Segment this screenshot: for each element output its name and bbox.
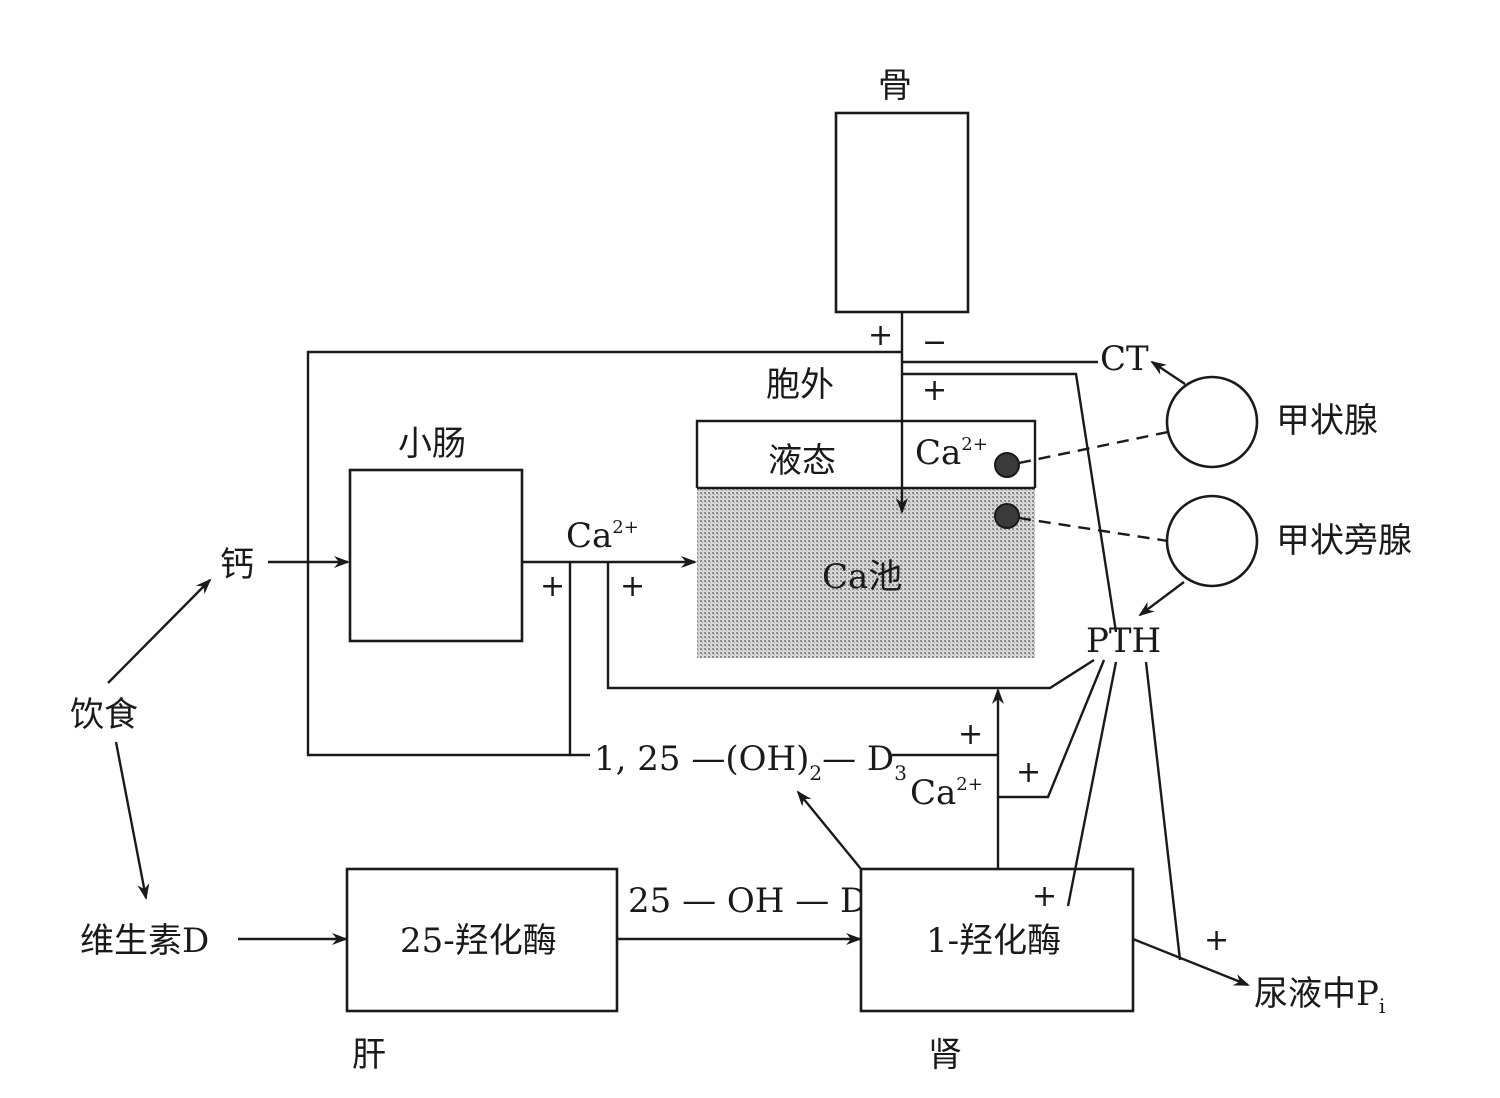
- liver-enzyme-label: 25-羟化酶: [400, 921, 557, 961]
- kidney-to-calcitriol-arrow: [796, 790, 862, 870]
- intestine-plus-sign-1: +: [540, 569, 565, 604]
- pth-to-hydroxylase-line: [1066, 661, 1118, 907]
- diet-to-vitamin-d-arrow: [114, 741, 150, 900]
- ct-label: CT: [1100, 339, 1149, 379]
- calcium-label: 钙: [220, 545, 254, 585]
- urine-pi-sub: i: [1379, 994, 1385, 1018]
- calcitriol-mid: — D: [822, 739, 894, 779]
- small-intestine-box: [348, 468, 524, 643]
- calcidiol-pre: 25 — OH — D: [628, 881, 867, 921]
- intestine-ca-base: Ca: [566, 516, 612, 556]
- calcitriol-sub: 2: [809, 761, 822, 785]
- calcitriol-plus-sign: +: [958, 717, 983, 752]
- kidney-ca-ion-label: Ca2+: [910, 773, 983, 813]
- calcitriol-sub2: 3: [894, 761, 907, 785]
- liver-enzyme-box: [345, 867, 619, 1013]
- parathyroid-to-pth-arrow: [1138, 581, 1185, 617]
- urine-pi-pre: 尿液中P: [1254, 974, 1379, 1014]
- pth-to-bone-line: [902, 372, 1118, 633]
- intestine-plus-sign-2: +: [620, 569, 645, 604]
- urine-pi-label: 尿液中Pi: [1254, 974, 1385, 1018]
- bone-pth-plus-sign: +: [922, 373, 947, 408]
- thyroid-receptor-dot: [994, 452, 1020, 478]
- calcitriol-label: 1, 25 —(OH)2— D3: [594, 739, 907, 785]
- bone-minus-sign: −: [922, 325, 947, 360]
- kidney-ca-base: Ca: [910, 773, 956, 813]
- kidney-ca-plus-sign: +: [1016, 755, 1041, 790]
- diet-to-calcium-arrow: [107, 578, 212, 684]
- extracellular-outline: [695, 419, 1037, 488]
- urine-plus-sign: +: [1204, 923, 1229, 958]
- bone-label: 骨: [878, 66, 912, 106]
- calcidiol-label: 25 — OH — D3: [628, 881, 880, 927]
- pth-to-kidney-reabsorption-line: [998, 659, 1106, 799]
- bone-plus-sign: +: [868, 318, 893, 353]
- small-intestine-label: 小肠: [398, 424, 466, 464]
- ca-pool-label: Ca池: [822, 557, 902, 597]
- diet-label: 饮食: [70, 695, 138, 735]
- bone-box: [834, 111, 970, 314]
- thyroid-gland-circle: [1165, 375, 1259, 469]
- thyroid-sensing-line: [1018, 430, 1169, 465]
- kidney-enzyme-label: 1-羟化酶: [926, 921, 1061, 961]
- vitamin-d-label: 维生素D: [80, 921, 209, 961]
- liquid-ca-charge: 2+: [961, 434, 988, 455]
- kidney-to-urine-arrow: [1132, 937, 1250, 987]
- pth-to-intestine-line: [606, 562, 1095, 690]
- extracellular-label: 胞外: [766, 365, 834, 405]
- kidney-label: 肾: [928, 1035, 962, 1075]
- kidney-ca-charge: 2+: [956, 774, 983, 795]
- calcitriol-to-bone-line: [306, 350, 902, 757]
- intestine-ca-charge: 2+: [612, 517, 639, 538]
- parathyroid-label: 甲状旁腺: [1276, 521, 1412, 561]
- pth-label: PTH: [1086, 621, 1161, 661]
- parathyroid-sensing-line: [1018, 516, 1169, 543]
- liver-label: 肝: [352, 1035, 386, 1075]
- liquid-label: 液态: [768, 441, 836, 481]
- kidney-enzyme-plus-sign: +: [1032, 879, 1057, 914]
- kidney-enzyme-box: [859, 867, 1135, 1013]
- ca-pool-area: [697, 488, 1035, 658]
- thyroid-to-ct-arrow: [1150, 360, 1186, 385]
- parathyroid-gland-circle: [1165, 494, 1259, 588]
- intestine-ca-ion-label: Ca2+: [566, 516, 639, 556]
- thyroid-label: 甲状腺: [1276, 401, 1378, 441]
- parathyroid-receptor-dot: [994, 503, 1020, 529]
- pth-to-urine-line: [1144, 661, 1182, 961]
- liquid-ca-ion-label: Ca2+: [915, 433, 988, 473]
- liquid-ca-base: Ca: [915, 433, 961, 473]
- calcitriol-pre: 1, 25 —(OH): [594, 739, 809, 779]
